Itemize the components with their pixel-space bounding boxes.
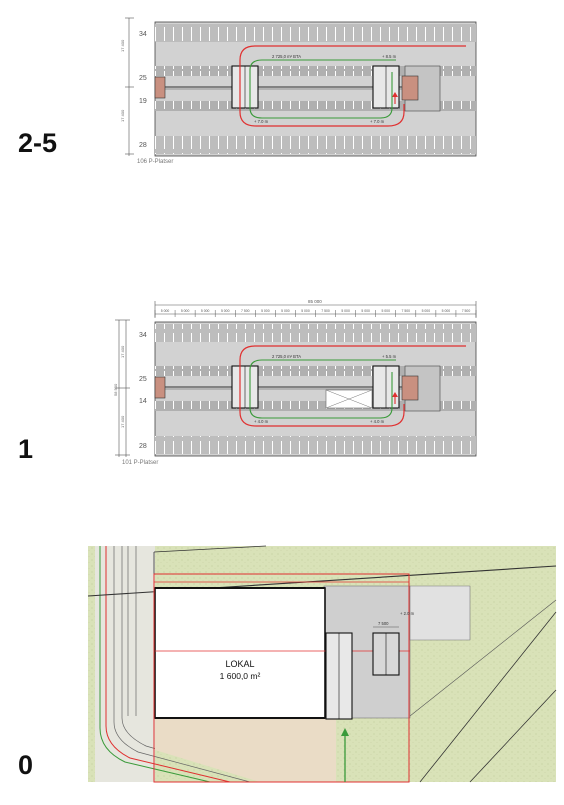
plan-level-1: 85 000 5 000 5 000 5 000 5 000 7 500 5 000 5 0… [113, 299, 477, 457]
span-dimension: 5 000 [341, 309, 350, 313]
height-note: + 4.0 m [254, 419, 269, 424]
span-dimension: 7 500 [321, 309, 330, 313]
height-note: + 7.0 m [370, 119, 385, 124]
height-note: + 7.0 m [254, 119, 269, 124]
span-dimension: 5 000 [261, 309, 270, 313]
plan-level-2-5: 17 400 17 400 34 25 19 28 2 725,0 m² BTA… [120, 17, 477, 157]
plan-level-0-site: LOKAL 1 600,0 m² + 2.0 m 7 500 [87, 545, 557, 783]
lokal-area: 1 600,0 m² [220, 671, 261, 681]
side-dimension: 17 400 [120, 415, 125, 428]
row-number: 28 [139, 142, 147, 149]
row-number: 28 [139, 443, 147, 450]
level-label-0: 0 [18, 750, 34, 780]
side-dimension: 58 500 [113, 383, 118, 396]
stair-right [401, 375, 419, 401]
row-number: 14 [139, 398, 147, 405]
span-dimension: 5 000 [422, 309, 431, 313]
level-label-1: 1 [18, 434, 34, 464]
span-dimension: 5 000 [181, 309, 190, 313]
lokal-building [154, 587, 326, 719]
level-label-2-5: 2-5 [18, 128, 58, 158]
span-dimension: 5 000 [361, 309, 370, 313]
parking-count-caption-2-5: 106 P-Platser [137, 159, 174, 165]
row-number: 34 [139, 31, 147, 38]
total-width-dimension: 85 000 [308, 299, 322, 304]
span-dimension: 7 500 [378, 621, 389, 626]
span-dimension: 7 500 [462, 309, 471, 313]
span-dimension: 5 000 [221, 309, 230, 313]
span-dimension: 5 000 [381, 309, 390, 313]
area-label: 2 725,0 m² BTA [272, 354, 301, 359]
property-boundary [153, 573, 410, 783]
span-dimension: 5 000 [281, 309, 290, 313]
height-note: + 2.0 m [400, 611, 415, 616]
height-note: + 5.5 m [382, 354, 397, 359]
row-number: 25 [139, 376, 147, 383]
red-ramp-route [239, 345, 466, 427]
span-dimension: 7 500 [402, 309, 411, 313]
span-dimension: 5 000 [161, 309, 170, 313]
green-route [249, 59, 396, 119]
height-note: + 8.5 m [382, 54, 397, 59]
row-number: 34 [139, 332, 147, 339]
span-dimension: 7 500 [241, 309, 250, 313]
stair-left [154, 76, 166, 99]
area-label: 2 725,0 m² BTA [272, 54, 301, 59]
side-dimension: 17 400 [120, 39, 125, 52]
span-dimension: 5 000 [201, 309, 210, 313]
lokal-title: LOKAL [225, 659, 254, 669]
row-number: 19 [139, 98, 147, 105]
side-dimension: 17 400 [120, 109, 125, 122]
red-ramp-route [239, 45, 466, 127]
span-dimension: 5 000 [442, 309, 451, 313]
height-note: + 4.0 m [370, 419, 385, 424]
row-number: 25 [139, 75, 147, 82]
side-dimension: 17 400 [120, 345, 125, 358]
parking-count-caption-1: 101 P-Platser [122, 460, 159, 466]
green-route [249, 359, 396, 419]
stair-right [401, 75, 419, 101]
stair-left [154, 376, 166, 399]
span-dimension: 5 000 [301, 309, 310, 313]
